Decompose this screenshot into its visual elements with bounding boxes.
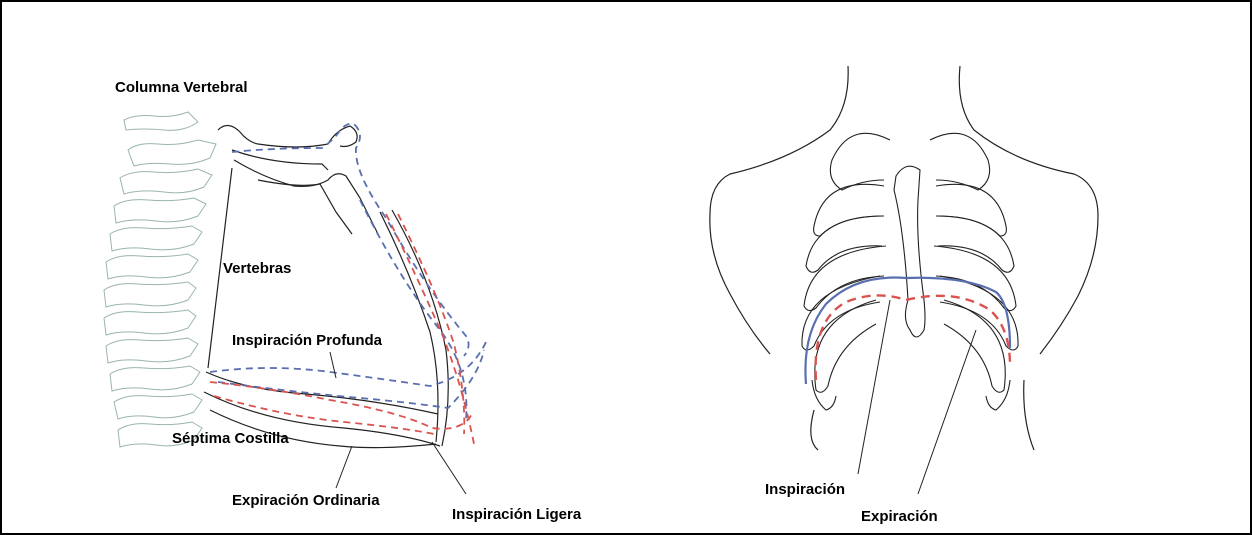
diaphragm-expiration-line	[816, 295, 1010, 380]
ordinary-expiration-lines	[210, 214, 474, 444]
vertebral-column	[104, 112, 216, 447]
label-vertebras: Vertebras	[223, 260, 291, 277]
label-columna-vertebral: Columna Vertebral	[115, 79, 248, 96]
leader-lines-right	[858, 300, 976, 494]
label-inspiracion-profunda: Inspiración Profunda	[232, 332, 382, 349]
rib-cage-lateral	[204, 125, 448, 447]
label-septima-costilla: Séptima Costilla	[172, 430, 289, 447]
label-expiracion-ordinaria: Expiración Ordinaria	[232, 492, 380, 509]
label-inspiracion-ligera: Inspiración Ligera	[452, 506, 581, 523]
label-expiracion: Expiración	[861, 508, 938, 525]
label-inspiracion: Inspiración	[765, 481, 845, 498]
torso-outline	[710, 66, 1098, 450]
rib-cage-frontal	[802, 133, 1018, 410]
